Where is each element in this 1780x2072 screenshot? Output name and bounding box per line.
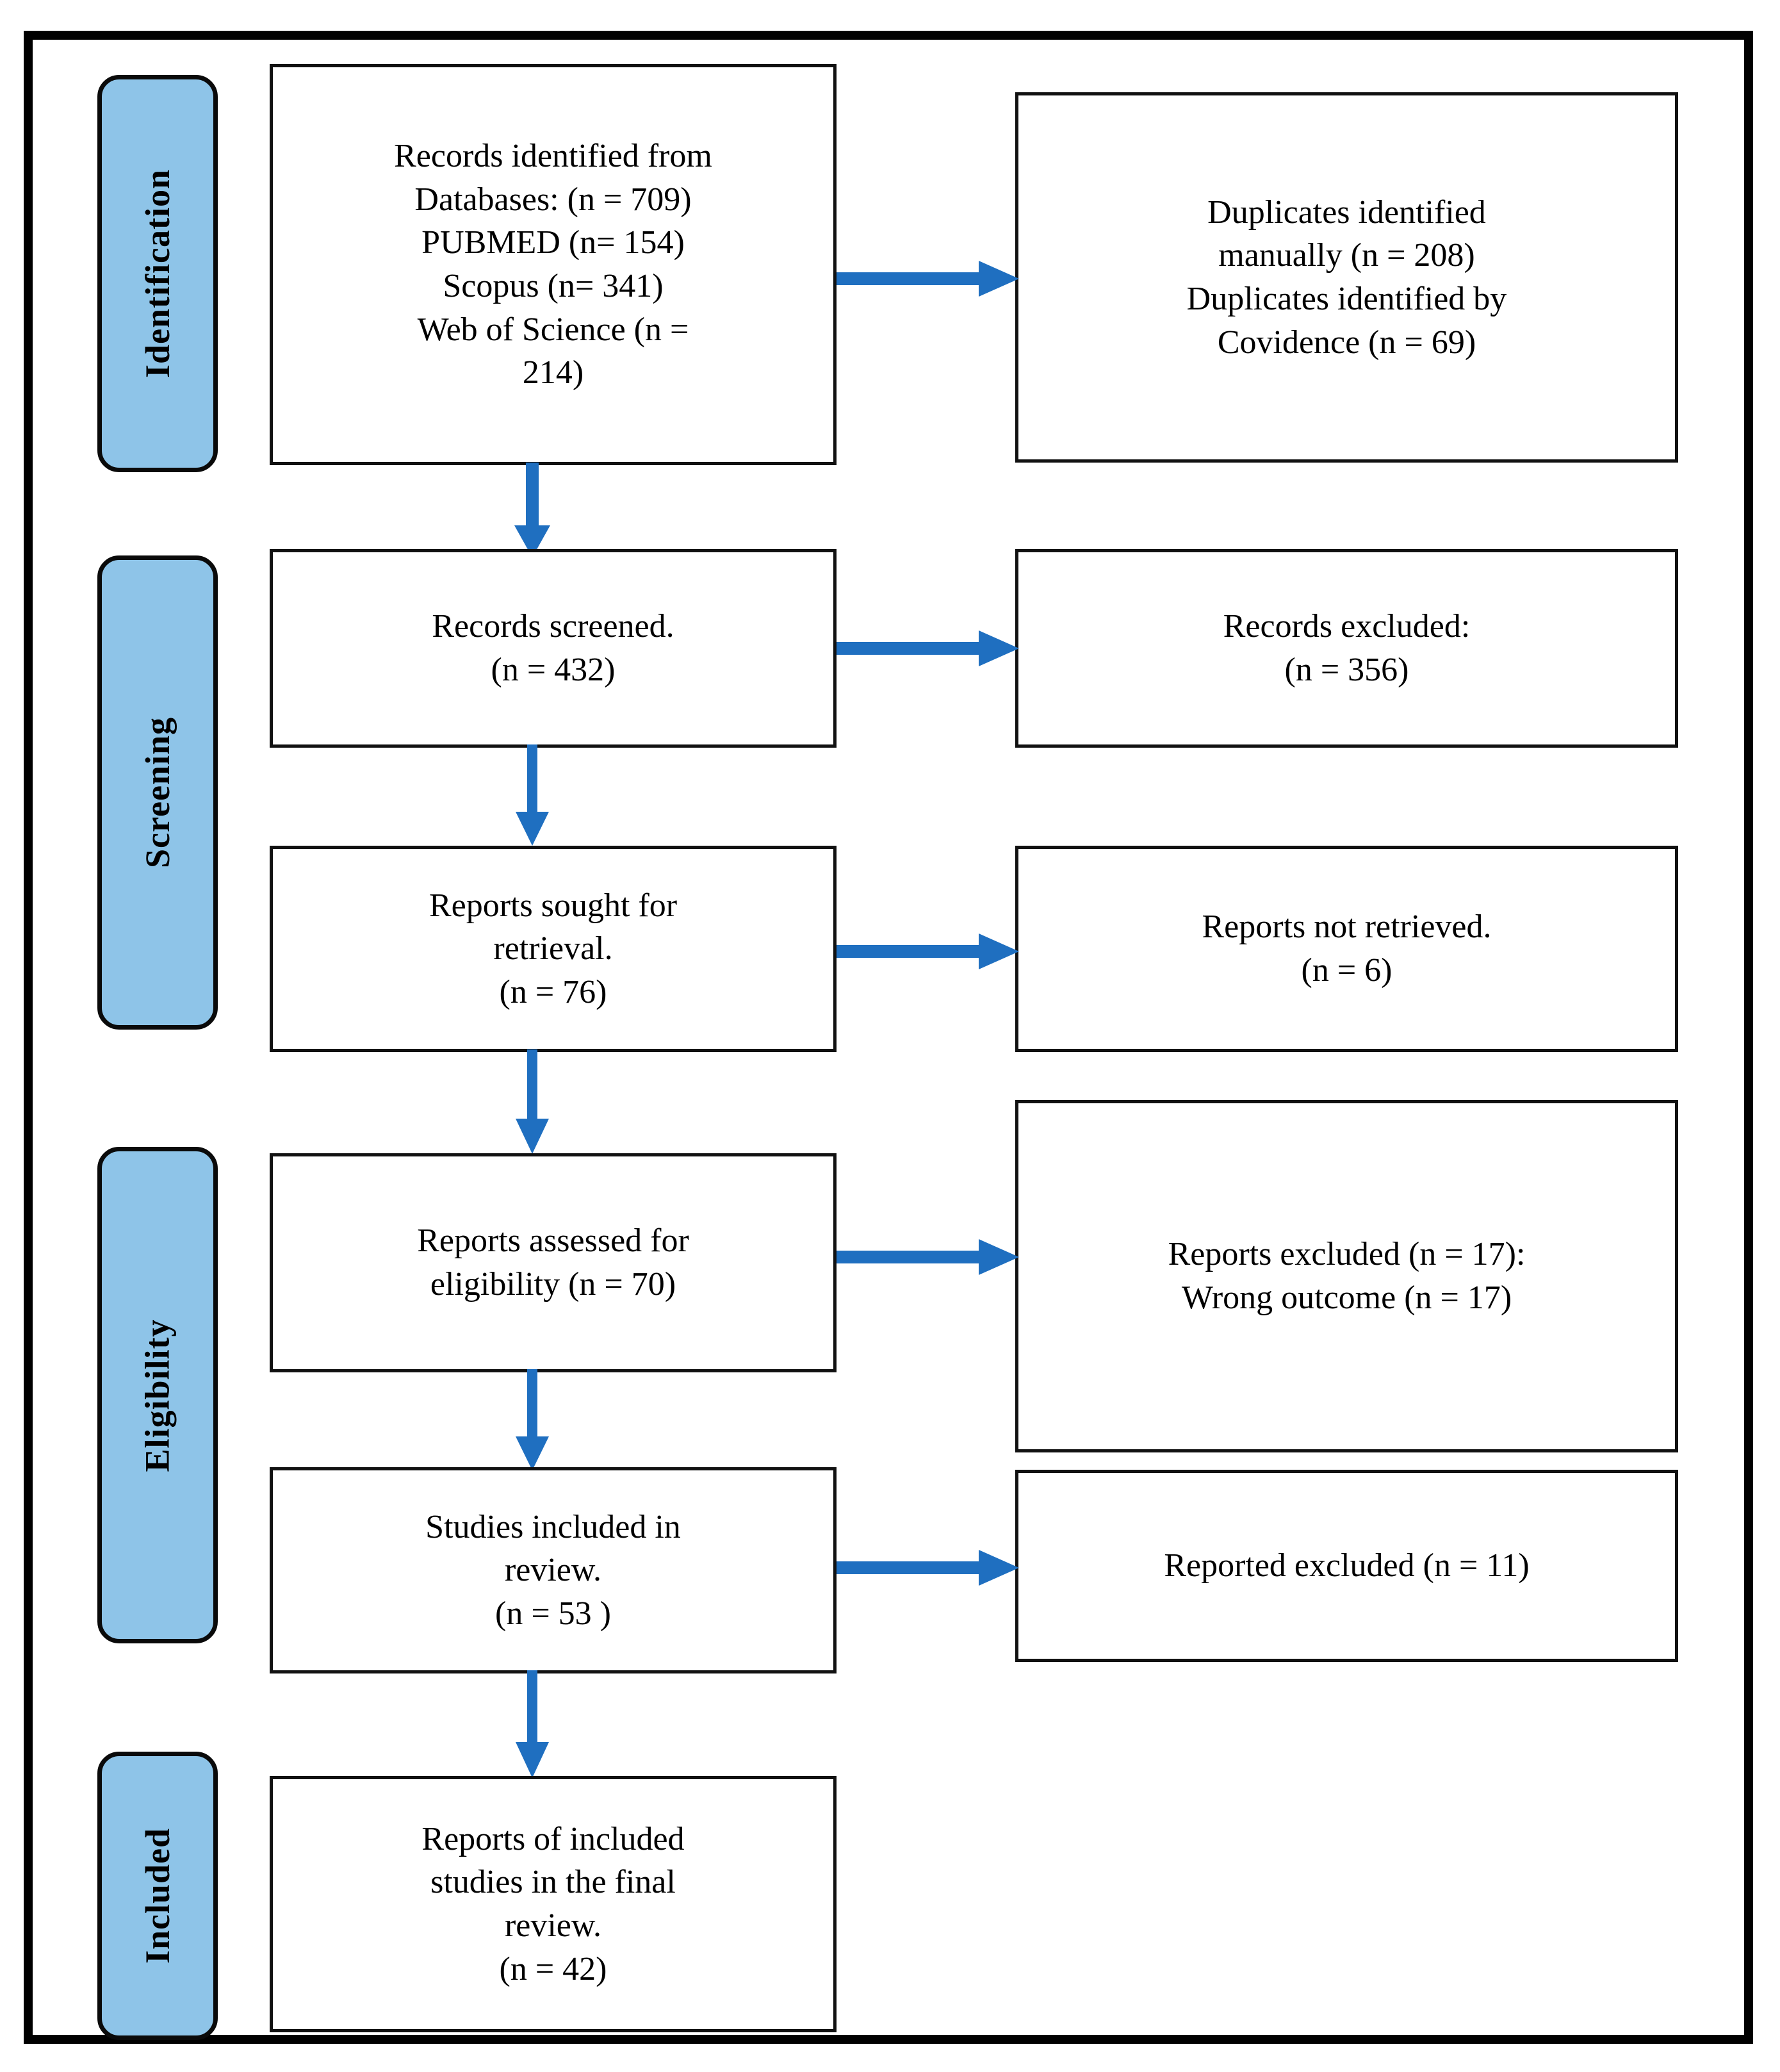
arrow-assessed-to-reports-excluded: [837, 1231, 1022, 1283]
box-records-screened-text: Records screened. (n = 432): [432, 608, 674, 688]
box-studies-included-text: Studies included in review. (n = 53 ): [425, 1508, 681, 1632]
arrow-assessed-to-studies-included: [507, 1369, 558, 1472]
box-records-identified-text: Records identified from Databases: (n = …: [394, 138, 712, 391]
box-reports-excluded-text: Reports excluded (n = 17): Wrong outcome…: [1168, 1236, 1526, 1316]
arrow-identified-to-screened: [507, 463, 558, 559]
box-reports-excluded: Reports excluded (n = 17): Wrong outcome…: [1015, 1100, 1678, 1452]
box-reports-final: Reports of included studies in the final…: [270, 1776, 837, 2032]
stage-pill-included: Included: [97, 1752, 218, 2040]
arrow-studies-to-reports-final: [507, 1670, 558, 1779]
arrow-studies-to-reported-excluded: [837, 1542, 1022, 1593]
arrow-identified-to-duplicates: [837, 253, 1022, 304]
stage-label-screening: Screening: [138, 717, 177, 868]
stage-label-eligibility: Eligibility: [138, 1318, 177, 1472]
stage-pill-eligibility: Eligibility: [97, 1147, 218, 1643]
box-duplicates-identified-text: Duplicates identified manually (n = 208)…: [1186, 193, 1507, 361]
box-reports-final-text: Reports of included studies in the final…: [421, 1820, 685, 1987]
box-reports-assessed: Reports assessed for eligibility (n = 70…: [270, 1153, 837, 1372]
box-reports-assessed-text: Reports assessed for eligibility (n = 70…: [417, 1222, 689, 1303]
arrow-sought-to-not-retrieved: [837, 926, 1022, 977]
stage-label-identification: Identification: [138, 169, 177, 379]
box-duplicates-identified: Duplicates identified manually (n = 208)…: [1015, 92, 1678, 463]
stage-pill-screening: Screening: [97, 555, 218, 1030]
prisma-diagram-frame: Identification Screening Eligibility Inc…: [24, 31, 1753, 2044]
arrow-screened-to-excluded: [837, 623, 1022, 674]
box-records-identified: Records identified from Databases: (n = …: [270, 64, 837, 465]
arrow-screened-to-sought: [507, 744, 558, 847]
arrow-sought-to-assessed: [507, 1049, 558, 1155]
box-reports-not-retrieved: Reports not retrieved. (n = 6): [1015, 846, 1678, 1052]
box-reports-not-retrieved-text: Reports not retrieved. (n = 6): [1202, 909, 1492, 989]
box-records-excluded-text: Records excluded: (n = 356): [1223, 608, 1471, 688]
stage-pill-identification: Identification: [97, 75, 218, 472]
box-reported-excluded: Reported excluded (n = 11): [1015, 1470, 1678, 1662]
box-records-screened: Records screened. (n = 432): [270, 549, 837, 748]
box-records-excluded: Records excluded: (n = 356): [1015, 549, 1678, 748]
box-studies-included: Studies included in review. (n = 53 ): [270, 1467, 837, 1673]
box-reported-excluded-text: Reported excluded (n = 11): [1164, 1547, 1530, 1584]
box-reports-sought-text: Reports sought for retrieval. (n = 76): [429, 887, 678, 1010]
stage-label-included: Included: [138, 1827, 177, 1964]
box-reports-sought: Reports sought for retrieval. (n = 76): [270, 846, 837, 1052]
